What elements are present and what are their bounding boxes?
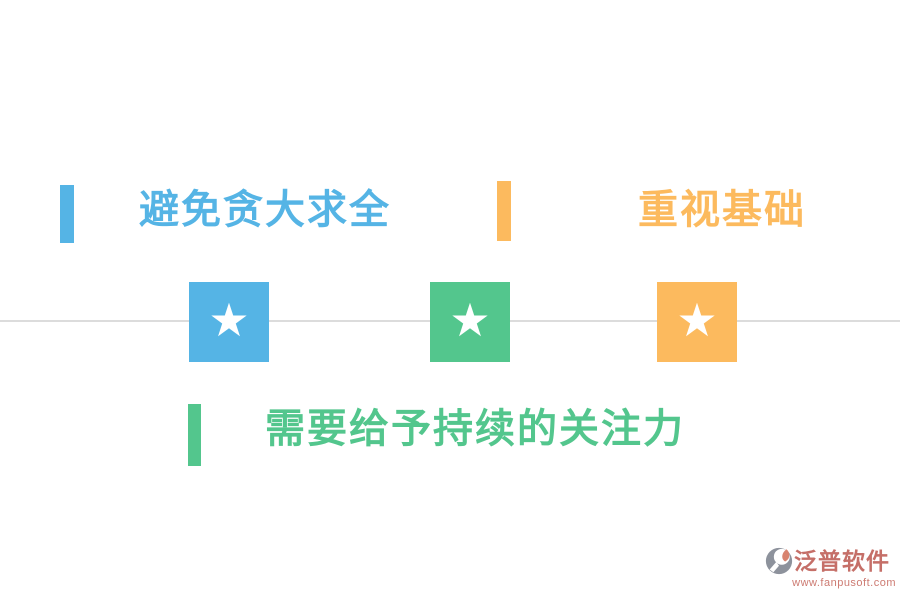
milestone-square-orange: ★ [657, 282, 737, 362]
brand-name: 泛普软件 [794, 548, 890, 574]
accent-bar-orange [497, 181, 511, 241]
brand-url: www.fanpusoft.com [792, 577, 896, 589]
star-icon: ★ [208, 293, 250, 347]
milestone-square-green: ★ [430, 282, 510, 362]
brand-watermark: 泛普软件 www.fanpusoft.com [764, 546, 896, 589]
fanpu-logo-icon [765, 547, 793, 575]
milestone-square-blue: ★ [189, 282, 269, 362]
section-title-value-basics: 重视基础 [638, 188, 806, 232]
star-icon: ★ [449, 293, 491, 347]
accent-bar-green [188, 404, 201, 466]
star-icon: ★ [676, 293, 718, 347]
section-title-continuous-attention: 需要给予持续的关注力 [265, 407, 685, 451]
section-title-avoid-overreach: 避免贪大求全 [139, 188, 391, 232]
accent-bar-blue [60, 185, 74, 243]
